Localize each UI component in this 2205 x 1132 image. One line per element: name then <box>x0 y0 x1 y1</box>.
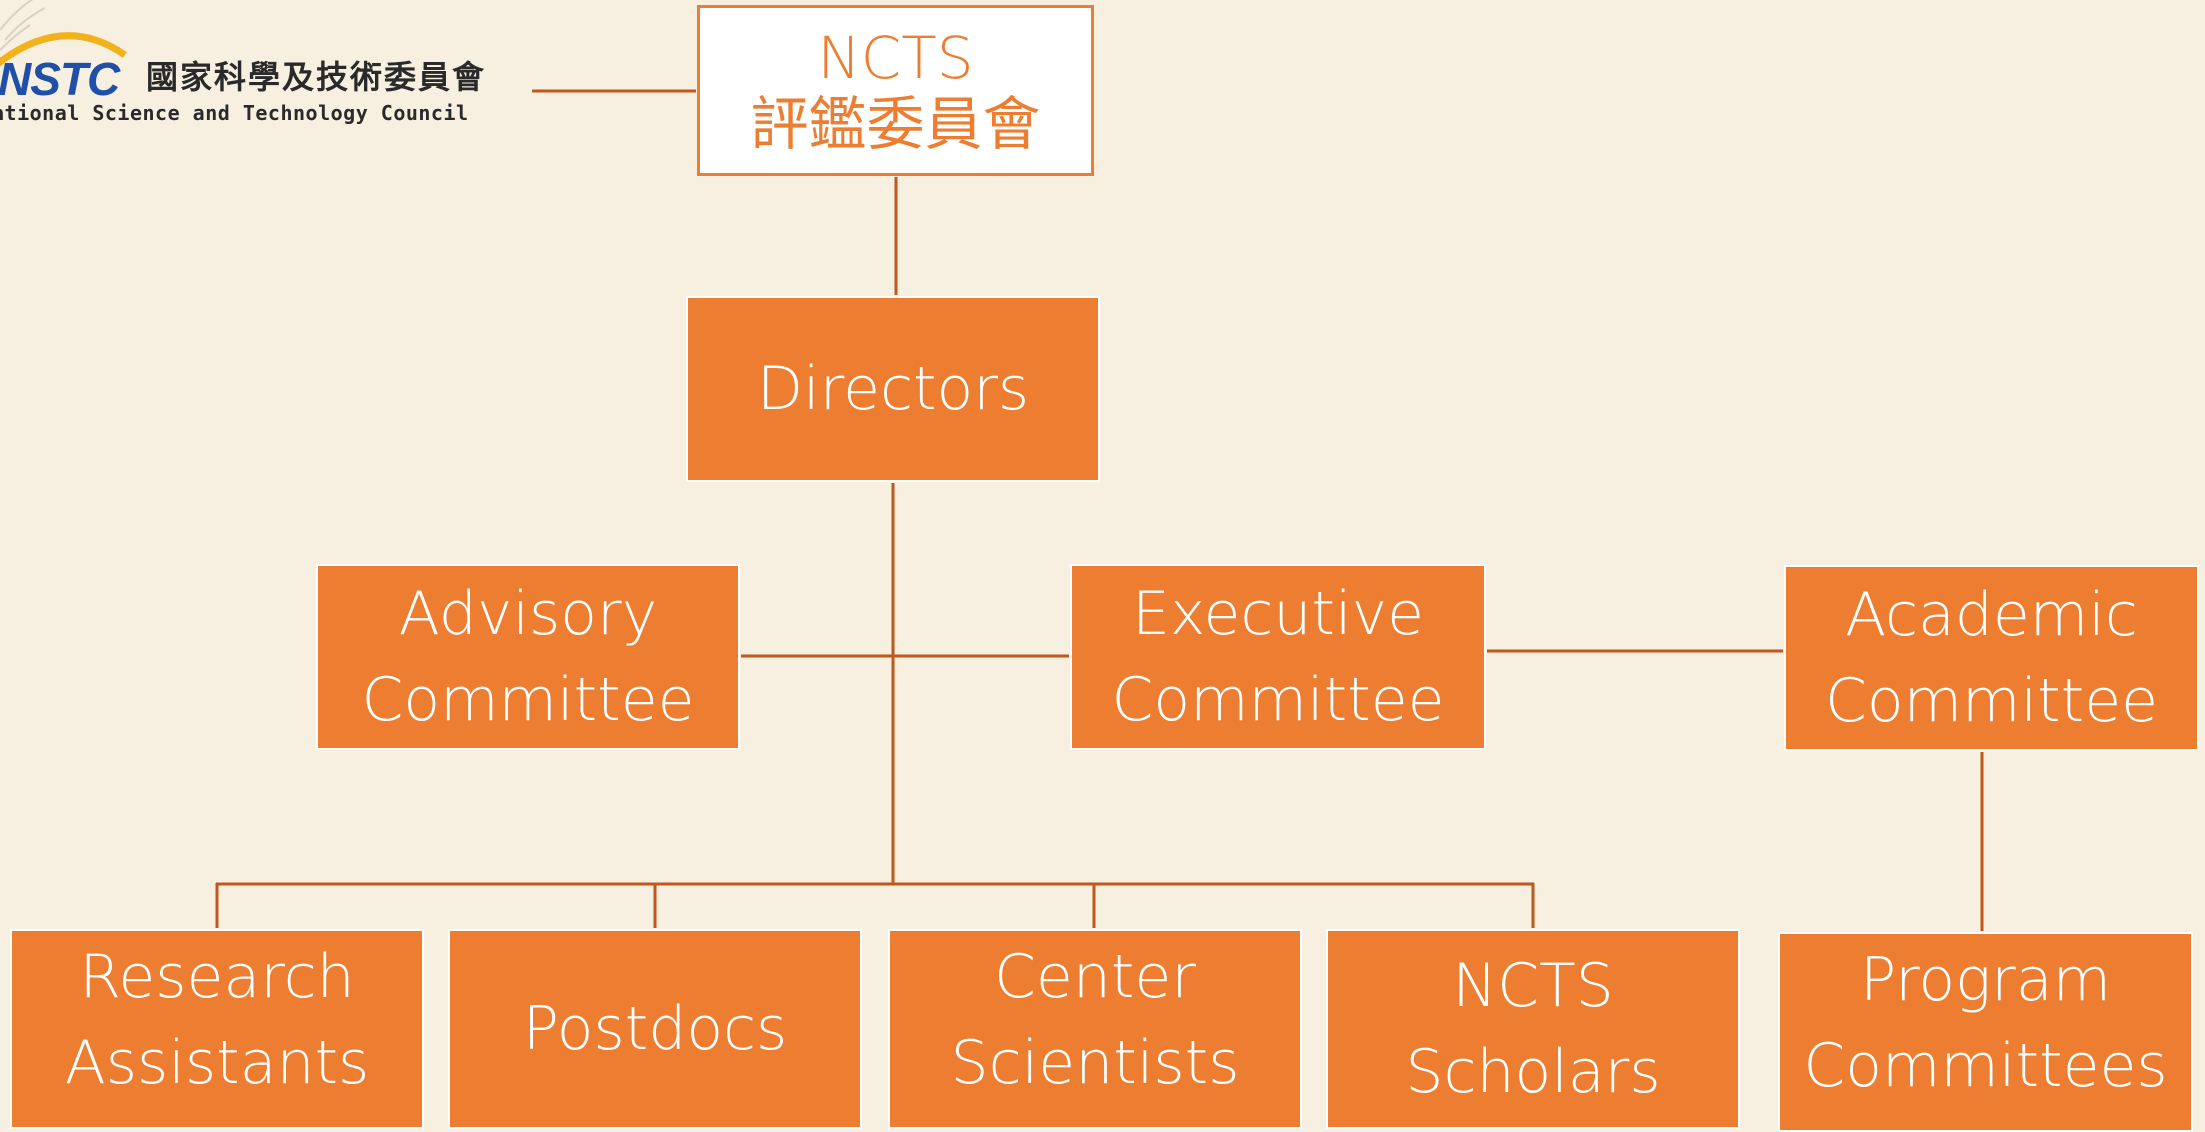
nstc-logo: NSTC 國家科學及技術委員會 ational Science and Tech… <box>0 0 540 140</box>
logo-short-name: NSTC <box>0 53 120 105</box>
node-program-committees: Program Committees <box>1778 932 2193 1132</box>
node-label: Center <box>994 942 1196 1012</box>
node-research-assistants: Research Assistants <box>10 929 424 1129</box>
logo-swoosh-icon <box>0 0 127 67</box>
node-label: Scientists <box>950 1028 1240 1098</box>
node-label: Executive <box>1131 579 1425 649</box>
node-advisory-committee: Advisory Committee <box>316 564 740 750</box>
node-academic-committee: Academic Committee <box>1784 565 2199 751</box>
node-label: Committees <box>1803 1031 2168 1101</box>
node-label: Committee <box>1824 666 2159 736</box>
node-ncts-scholars: NCTS Scholars <box>1326 929 1740 1129</box>
node-label: Advisory <box>398 579 658 649</box>
logo-english-name: ational Science and Technology Council <box>0 101 469 125</box>
node-label: Assistants <box>64 1028 370 1098</box>
node-label: NCTS <box>817 23 974 92</box>
node-label: Research <box>79 942 355 1012</box>
node-label: Committee <box>361 665 695 735</box>
node-label: 評鑑委員會 <box>750 89 1041 158</box>
node-postdocs: Postdocs <box>448 929 862 1129</box>
node-ncts-review-committee: NCTS 評鑑委員會 <box>697 5 1094 176</box>
logo-chinese-name: 國家科學及技術委員會 <box>146 58 487 96</box>
node-center-scientists: Center Scientists <box>888 929 1302 1129</box>
node-directors: Directors <box>686 296 1100 482</box>
node-label: Directors <box>756 354 1030 424</box>
node-label: Academic <box>1845 580 2138 650</box>
node-label: Postdocs <box>522 994 788 1064</box>
node-label: Program <box>1859 945 2112 1015</box>
node-label: Committee <box>1111 665 1445 735</box>
node-executive-committee: Executive Committee <box>1070 564 1486 750</box>
node-label: NCTS Scholars <box>1405 951 1661 1107</box>
